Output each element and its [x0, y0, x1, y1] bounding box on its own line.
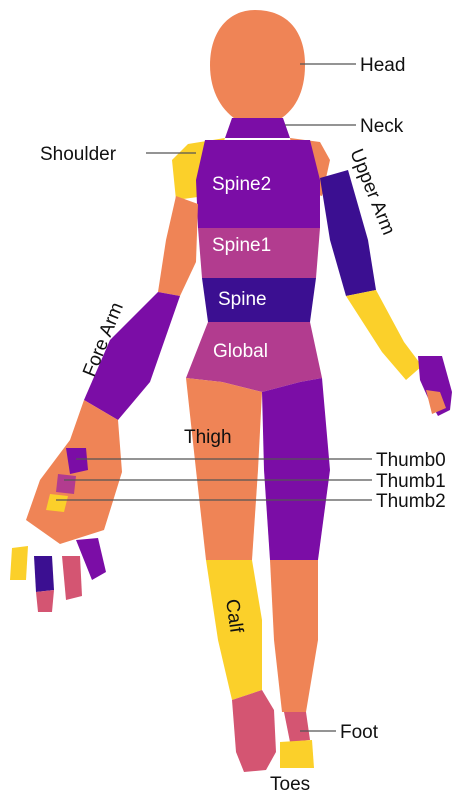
thumb0-label: Thumb0: [376, 450, 446, 471]
thigh-right-region: [262, 378, 330, 560]
neck-region: [225, 118, 290, 138]
calf-right-region: [270, 560, 318, 712]
thigh-label: Thigh: [184, 427, 232, 448]
finger-middle-left-tip: [36, 590, 54, 612]
forearm-right-region: [346, 290, 422, 380]
foot-left-region: [232, 690, 276, 772]
head-region: [210, 10, 305, 122]
thumb1-region: [56, 474, 76, 494]
head-label: Head: [360, 55, 405, 76]
foot-label: Foot: [340, 722, 379, 743]
finger-pinky-left: [62, 556, 82, 600]
toes-label: Toes: [270, 774, 310, 794]
thigh-left-region: [186, 378, 262, 560]
spine1-label: Spine1: [212, 235, 271, 256]
upper-arm-left-region: [158, 196, 198, 296]
shoulder-label: Shoulder: [40, 144, 117, 165]
global-label: Global: [213, 341, 268, 362]
foot-right-region: [284, 712, 310, 742]
spine2-label: Spine2: [212, 174, 271, 195]
neck-label: Neck: [360, 116, 404, 137]
thumb1-label: Thumb1: [376, 471, 446, 492]
finger-middle-left: [34, 556, 54, 592]
finger-ring-left: [10, 546, 28, 580]
spine-label: Spine: [218, 289, 267, 310]
thumb2-label: Thumb2: [376, 491, 446, 512]
toes-region: [280, 740, 314, 768]
